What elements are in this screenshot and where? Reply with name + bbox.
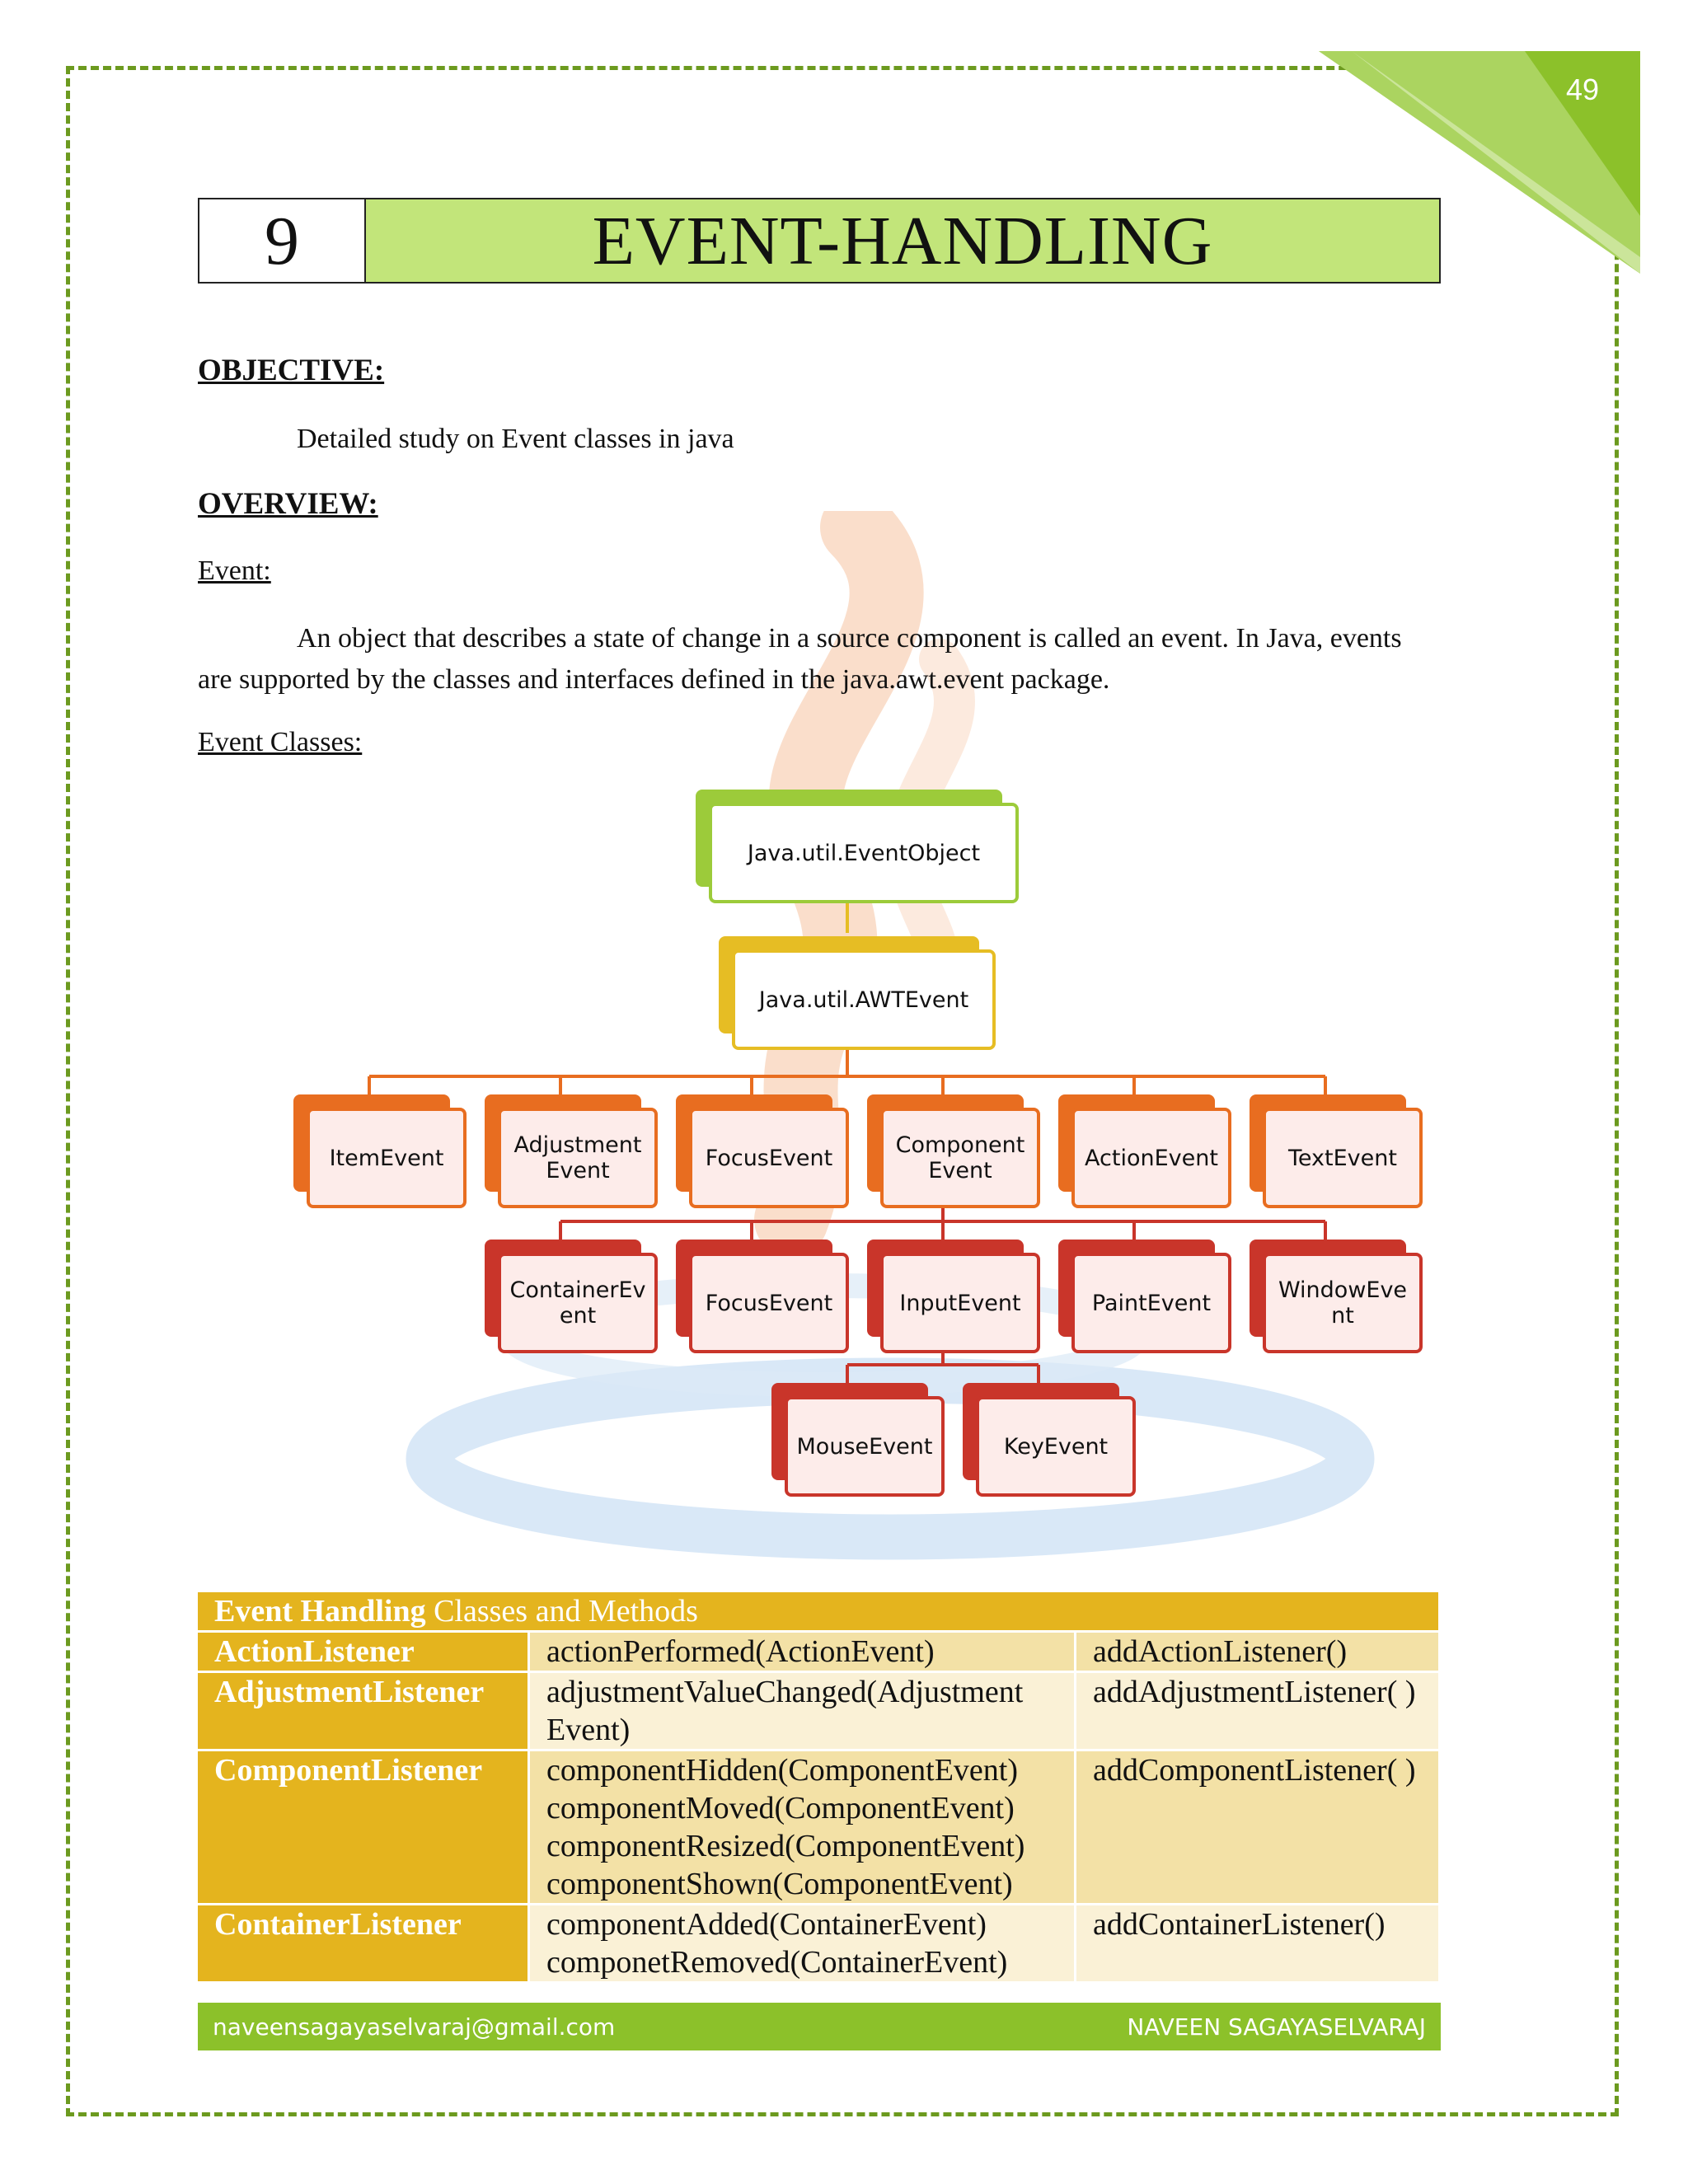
node-windowevent: WindowEve nt xyxy=(1250,1240,1423,1353)
node-label: ItemEvent xyxy=(307,1108,467,1208)
methods-cell: componentHidden(ComponentEvent) componen… xyxy=(529,1750,1076,1905)
listener-cell: ContainerListener xyxy=(198,1905,529,1983)
add-method-cell: addComponentListener( ) xyxy=(1076,1750,1440,1905)
footer-author: NAVEEN SAGAYASELVARAJ xyxy=(1127,2013,1426,2041)
page-footer: naveensagayaselvaraj@gmail.com NAVEEN SA… xyxy=(198,2003,1441,2050)
table-title-rest: Classes and Methods xyxy=(426,1594,698,1629)
chapter-title: EVENT-HANDLING xyxy=(366,199,1439,282)
chapter-title-box: 9 EVENT-HANDLING xyxy=(198,198,1441,284)
methods-cell: adjustmentValueChanged(Adjustment Event) xyxy=(529,1672,1076,1750)
node-label: ActionEvent xyxy=(1071,1108,1231,1208)
overview-heading: OVERVIEW: xyxy=(198,486,378,522)
node-focusevent-2: FocusEvent xyxy=(676,1240,849,1353)
node-eventobject: Java.util.EventObject xyxy=(696,790,1019,903)
table-row: ComponentListener componentHidden(Compon… xyxy=(198,1750,1440,1905)
node-componentevent: Component Event xyxy=(867,1094,1040,1208)
table-row: ActionListener actionPerformed(ActionEve… xyxy=(198,1632,1440,1672)
add-method-cell: addAdjustmentListener( ) xyxy=(1076,1672,1440,1750)
node-focusevent: FocusEvent xyxy=(676,1094,849,1208)
node-label: ContainerEv ent xyxy=(498,1253,658,1353)
table-row: AdjustmentListener adjustmentValueChange… xyxy=(198,1672,1440,1750)
node-label: MouseEvent xyxy=(785,1396,945,1497)
event-subheading: Event: xyxy=(198,555,271,587)
listener-cell: ComponentListener xyxy=(198,1750,529,1905)
node-label: Component Event xyxy=(880,1108,1040,1208)
node-label: TextEvent xyxy=(1263,1108,1423,1208)
add-method-cell: addActionListener() xyxy=(1076,1632,1440,1672)
page-number: 49 xyxy=(1541,73,1624,107)
table-row: ContainerListener componentAdded(Contain… xyxy=(198,1905,1440,1983)
node-label: InputEvent xyxy=(880,1253,1040,1353)
node-label: KeyEvent xyxy=(976,1396,1136,1497)
table-header-row: Event Handling Classes and Methods xyxy=(198,1592,1440,1632)
event-description: An object that describes a state of chan… xyxy=(198,618,1442,701)
table-title-bold: Event Handling xyxy=(214,1594,426,1629)
node-label: PaintEvent xyxy=(1071,1253,1231,1353)
node-label: FocusEvent xyxy=(689,1253,849,1353)
node-paintevent: PaintEvent xyxy=(1058,1240,1231,1353)
chapter-number: 9 xyxy=(199,199,366,282)
event-handling-table: Event Handling Classes and Methods Actio… xyxy=(198,1592,1441,1984)
node-itemevent: ItemEvent xyxy=(293,1094,467,1208)
event-class-hierarchy-diagram: Java.util.EventObject Java.util.AWTEvent… xyxy=(198,775,1441,1516)
node-label: Java.util.EventObject xyxy=(709,803,1019,903)
node-keyevent: KeyEvent xyxy=(963,1383,1136,1497)
footer-email: naveensagayaselvaraj@gmail.com xyxy=(213,2013,615,2041)
methods-cell: actionPerformed(ActionEvent) xyxy=(529,1632,1076,1672)
listener-cell: ActionListener xyxy=(198,1632,529,1672)
node-label: FocusEvent xyxy=(689,1108,849,1208)
node-actionevent: ActionEvent xyxy=(1058,1094,1231,1208)
node-inputevent: InputEvent xyxy=(867,1240,1040,1353)
node-mouseevent: MouseEvent xyxy=(771,1383,945,1497)
methods-cell: componentAdded(ContainerEvent) componetR… xyxy=(529,1905,1076,1983)
node-textevent: TextEvent xyxy=(1250,1094,1423,1208)
objective-text: Detailed study on Event classes in java xyxy=(198,419,1442,460)
node-label: WindowEve nt xyxy=(1263,1253,1423,1353)
node-label: Adjustment Event xyxy=(498,1108,658,1208)
node-adjustmentevent: Adjustment Event xyxy=(485,1094,658,1208)
node-awtevent: Java.util.AWTEvent xyxy=(719,936,996,1050)
add-method-cell: addContainerListener() xyxy=(1076,1905,1440,1983)
node-containerevent: ContainerEv ent xyxy=(485,1240,658,1353)
event-classes-subheading: Event Classes: xyxy=(198,727,362,758)
table-title: Event Handling Classes and Methods xyxy=(198,1592,1440,1632)
listener-cell: AdjustmentListener xyxy=(198,1672,529,1750)
node-label: Java.util.AWTEvent xyxy=(732,949,996,1050)
objective-heading: OBJECTIVE: xyxy=(198,353,384,388)
